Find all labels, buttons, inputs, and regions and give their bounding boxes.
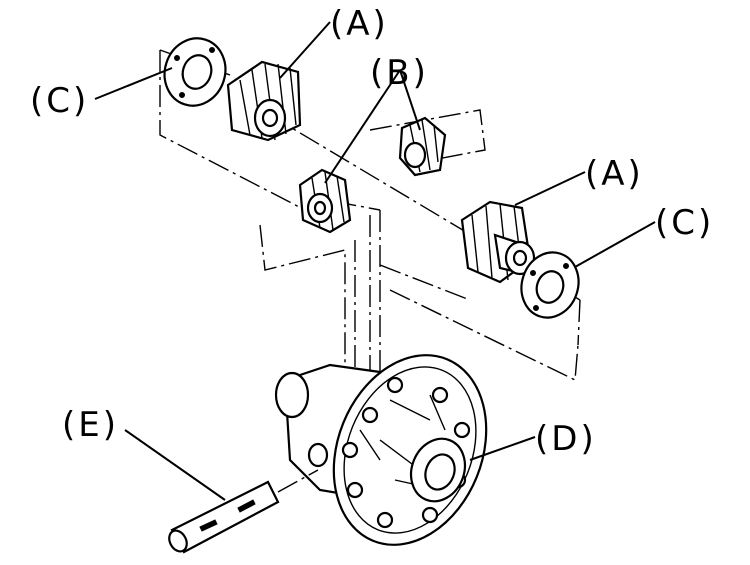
label-d: (D) [535,419,597,459]
label-c-right: (C) [655,203,714,243]
label-a-right: (A) [585,154,644,194]
washer-right [520,251,580,319]
side-gear-upper [226,60,302,142]
label-e: (E) [62,405,119,445]
pinion-gear-lower [298,168,352,234]
pinion-gear-upper [398,116,447,177]
label-c-left: (C) [30,81,89,121]
pinion-shaft [168,469,319,554]
washer-left [163,37,227,107]
label-b: (B) [370,53,429,93]
differential-case [274,354,488,546]
side-gear-lower [460,200,536,284]
label-a-top: (A) [330,4,389,44]
callout-labels: (A) (B) (C) (A) (C) (D) (E) [30,4,714,459]
leader-lines [94,21,656,501]
